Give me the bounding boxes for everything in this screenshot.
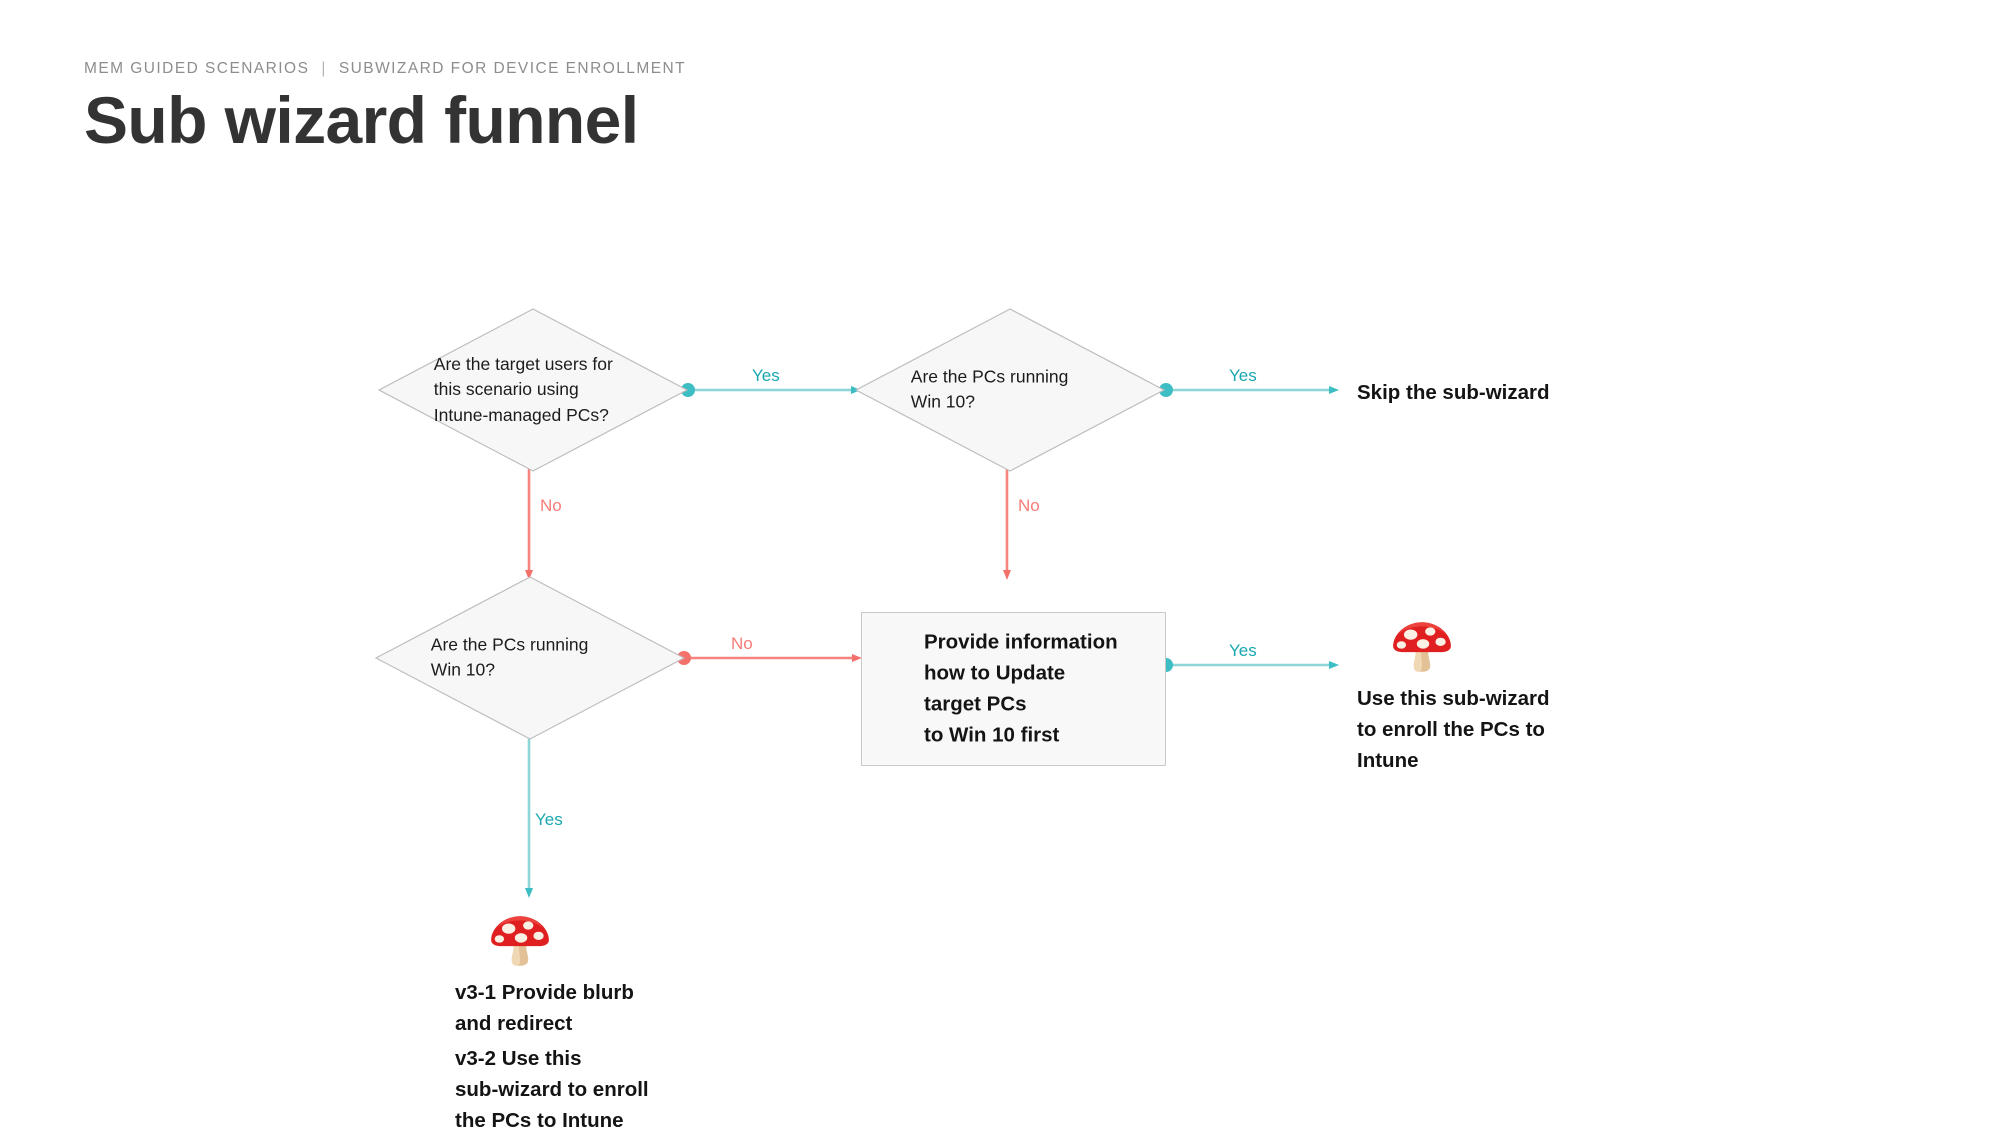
terminal-v3-1-label: v3-1 Provide blurb and redirect [455, 981, 634, 1035]
edge-label-d2-no: No [1018, 496, 1040, 515]
edge-label-d3-provideinfo: No [731, 634, 753, 653]
edge-label-d1-d3: No [540, 496, 562, 515]
decision-line: Are the target users for [433, 353, 613, 374]
decision-line: Are the PCs running [910, 366, 1069, 387]
decision-line: Win 10? [910, 392, 975, 412]
terminal-use-subwizard-label: Use this sub-wizard to enroll the PCs to… [1357, 687, 1550, 772]
decision-line: Are the PCs running [430, 634, 589, 655]
breadcrumb-item-subwizard: SUBWIZARD FOR DEVICE ENROLLMENT [338, 60, 687, 77]
process-provide-information-label: Provide information how to Update target… [924, 630, 1118, 748]
diamond-shape [378, 308, 688, 472]
terminal-skip-subwizard: Skip the sub-wizard [1357, 381, 1550, 404]
edge-label-d3-v3: Yes [535, 810, 563, 829]
diamond-shape [855, 308, 1165, 472]
edge-label-d1-d2: Yes [752, 366, 780, 385]
breadcrumb-item-scenarios: MEM GUIDED SCENARIOS [84, 60, 310, 77]
page-title: Sub wizard funnel [84, 82, 639, 157]
edge-label-d2-skip: Yes [1229, 366, 1257, 385]
page-header: MEM GUIDED SCENARIOS | SUBWIZARD FOR DEVIC… [84, 60, 1284, 156]
terminal-v3-2-label: v3-2 Use this sub-wizard to enroll the P… [455, 1047, 649, 1132]
decision-line: Win 10? [430, 660, 495, 680]
decision-target-users[interactable]: Are the target users for this scenario u… [378, 308, 688, 472]
decision-target-users-label: Are the target users for this scenario u… [434, 352, 645, 428]
breadcrumb: MEM GUIDED SCENARIOS | SUBWIZARD FOR DEVIC… [84, 60, 1284, 79]
decision-pcs-win10-bottom-label: Are the PCs running Win 10? [431, 633, 642, 684]
mushroom-icon [491, 916, 549, 966]
edge-d3-provideinfo-no [677, 651, 862, 665]
decision-line: Intune-managed PCs? [433, 404, 609, 425]
decision-pcs-win10-top[interactable]: Are the PCs running Win 10? [855, 308, 1165, 472]
diamond-shape [375, 576, 685, 740]
decision-pcs-win10-bottom[interactable]: Are the PCs running Win 10? [375, 576, 685, 740]
edge-label-provideinfo-usesubwizard: Yes [1229, 641, 1257, 660]
decision-line: this scenario using [433, 379, 579, 400]
mushroom-icon [1393, 622, 1451, 672]
breadcrumb-separator: | [321, 60, 327, 77]
process-provide-information[interactable]: Provide information how to Update target… [861, 612, 1166, 766]
decision-pcs-win10-top-label: Are the PCs running Win 10? [911, 365, 1122, 416]
edge-d3-v3-yes [522, 715, 536, 898]
